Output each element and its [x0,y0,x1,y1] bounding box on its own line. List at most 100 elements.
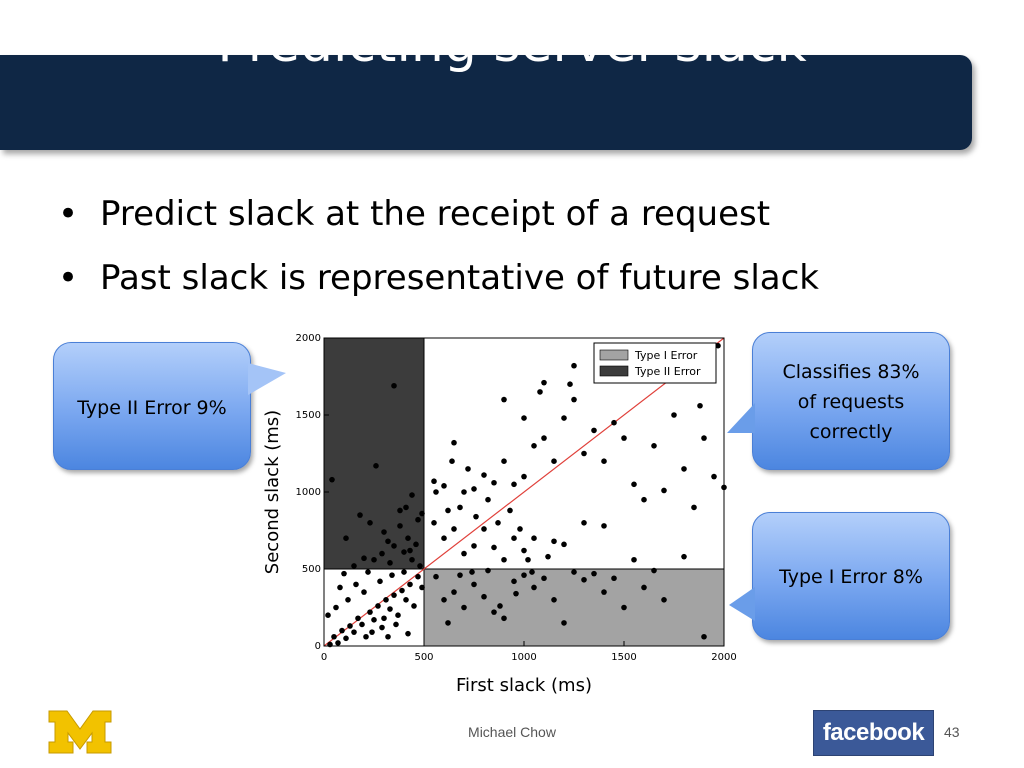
y-tick-label: 500 [302,564,321,575]
scatter-point [485,567,491,574]
scatter-point [343,635,349,642]
scatter-point [431,478,437,485]
scatter-point [397,523,403,529]
legend-box [593,342,717,384]
scatter-point [391,592,397,598]
scatter-point [701,435,707,441]
scatter-point [661,487,667,494]
callout-tail [729,587,755,621]
scatter-point [571,396,577,403]
scatter-point [571,569,577,575]
scatter-point [471,543,477,549]
scatter-point [383,597,389,603]
scatter-point [385,633,391,640]
scatter-point [357,512,363,518]
scatter-point [471,486,477,492]
scatter-point [691,504,697,511]
bullet-glyph: • [58,258,79,298]
scatter-point [449,458,455,464]
bullet-item: •Predict slack at the receipt of a reque… [58,190,819,254]
scatter-point [433,489,439,495]
scatter-point [403,597,409,603]
callout-line: of requests [797,391,905,413]
bullet-text: Past slack is representative of future s… [100,258,819,298]
scatter-point [521,415,527,421]
scatter-point [469,569,475,575]
scatter-point [377,578,383,585]
scatter-point [403,504,409,511]
scatter-point [711,473,717,480]
scatter-point [581,576,587,583]
scatter-point [457,572,463,578]
scatter-point [651,443,657,449]
x-tick-label: 1500 [611,652,636,663]
scatter-point [351,563,357,569]
scatter-point [507,507,513,514]
scatter-point [345,597,351,603]
callout-line: correctly [809,421,893,443]
callout-line: Classifies 83% [782,361,920,383]
scatter-point [417,563,423,569]
scatter-point [451,526,457,532]
scatter-point [641,584,647,591]
scatter-point [413,541,419,548]
scatter-point [511,578,517,585]
scatter-point [581,520,587,526]
scatter-point [641,496,647,503]
x-tick-label: 0 [321,652,327,663]
scatter-point [541,435,547,441]
scatter-point [541,575,547,582]
type1-error-region [423,568,725,647]
scatter-point [531,584,537,591]
scatter-point [391,382,397,389]
scatter-point [501,458,507,464]
scatter-point [347,623,353,629]
bullet-text: Predict slack at the receipt of a reques… [100,194,771,234]
callout-tail [248,363,286,395]
scatter-point [621,604,627,611]
scatter-point [461,604,467,611]
scatter-point [601,458,607,464]
scatter-point [351,629,357,635]
scatter-point [343,535,349,541]
scatter-point [481,526,487,532]
scatter-point [405,535,411,541]
scatter-point [501,615,507,622]
scatter-point [561,541,567,548]
title-bar [0,55,972,150]
scatter-point [551,597,557,603]
scatter-point [511,535,517,541]
scatter-point [335,640,341,646]
scatter-point [551,538,557,545]
scatter-point [571,362,577,369]
scatter-point [701,633,707,640]
scatter-point [561,415,567,421]
scatter-point [441,535,447,541]
callout-type1-error: Type I Error 8% [729,512,950,640]
type2-error-region [323,337,425,570]
scatter-point [401,549,407,555]
scatter-point [441,597,447,603]
callout-classification-rate: Classifies 83% of requests correctly [727,332,950,470]
scatter-point [353,581,359,588]
bullet-item: • Past slack is representative of future … [58,254,819,318]
scatter-point [681,466,687,472]
scatter-point [521,572,527,578]
scatter-point [495,520,501,526]
scatter-point [661,597,667,603]
scatter-point [367,609,373,615]
scatter-point [401,569,407,575]
scatter-point [431,520,437,526]
scatter-point [389,572,395,578]
scatter-point [381,615,387,622]
scatter-point [441,483,447,489]
scatter-point [387,560,393,566]
facebook-logo: facebook [813,710,934,756]
scatter-point [365,569,371,575]
scatter-point [379,624,385,631]
scatter-point [491,609,497,615]
scatter-point [611,419,617,426]
scatter-point [473,513,479,520]
scatter-point [529,569,535,575]
scatter-point [601,589,607,595]
